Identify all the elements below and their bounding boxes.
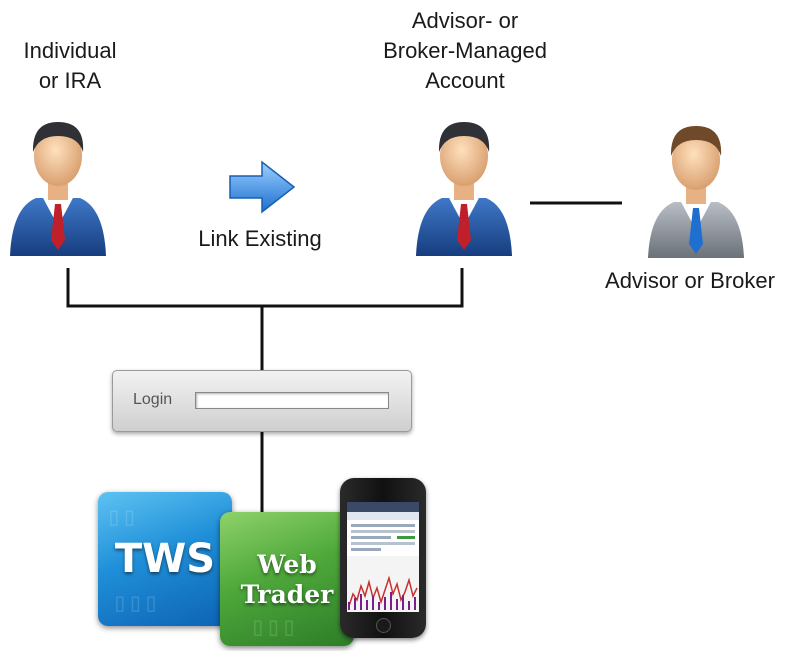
ghost-chart-pattern: ▯▯	[106, 502, 138, 532]
tws-app-icon[interactable]: ▯▯ ▯▯▯ TWS	[98, 492, 232, 626]
person-icon	[416, 122, 512, 256]
webtrader-label-line1: Web	[257, 550, 317, 579]
mobile-phone-icon[interactable]	[340, 478, 426, 638]
person-icon	[10, 122, 106, 256]
ghost-chart-pattern: ▯▯▯	[112, 588, 159, 618]
login-panel: Login	[112, 370, 412, 432]
phone-screen	[347, 502, 419, 612]
arrow-right-icon	[229, 160, 296, 214]
login-input[interactable]	[195, 392, 389, 409]
phone-app-screenshot	[347, 502, 419, 612]
webtrader-label-line2: Trader	[240, 580, 334, 609]
advisor-broker-label: Advisor or Broker	[605, 268, 775, 293]
individual-ira-label: Individual or IRA	[23, 38, 117, 93]
link-existing-label: Link Existing	[198, 226, 322, 251]
phone-home-button	[376, 618, 391, 633]
ghost-chart-pattern: ▯▯▯	[250, 612, 297, 642]
tws-label: TWS	[114, 536, 216, 582]
managed-account-label: Advisor- or Broker-Managed Account	[383, 8, 547, 93]
person-icon	[648, 126, 744, 258]
webtrader-app-icon[interactable]: ▯▯▯ Web Trader	[220, 512, 354, 646]
login-label: Login	[133, 391, 173, 408]
